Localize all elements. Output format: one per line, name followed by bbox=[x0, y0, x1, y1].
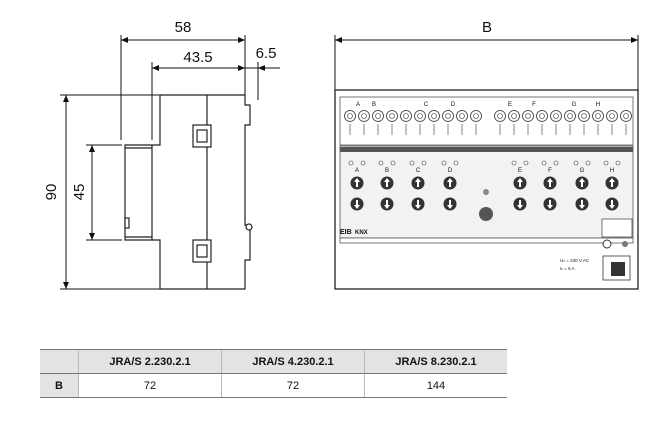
terminal-screw bbox=[456, 110, 468, 135]
channel-down-button[interactable] bbox=[513, 197, 527, 211]
channel-up-button[interactable] bbox=[543, 176, 557, 190]
terminal-letter: F bbox=[532, 102, 536, 108]
channel-group: B bbox=[378, 160, 396, 211]
terminal-letter: G bbox=[572, 102, 577, 108]
terminal-letter: E bbox=[508, 102, 512, 108]
table-cell: 72 bbox=[78, 373, 222, 398]
terminal-screw bbox=[550, 110, 562, 135]
channel-down-button[interactable] bbox=[350, 197, 364, 211]
terminal-screw bbox=[358, 110, 370, 135]
terminal-screw bbox=[536, 110, 548, 135]
side-view-profile bbox=[124, 94, 253, 290]
knx-logo: KNX bbox=[355, 230, 368, 236]
table-header-corner bbox=[40, 349, 79, 374]
rating-voltage: Uₙ = 230 V AC bbox=[560, 258, 590, 263]
terminal-screw bbox=[522, 110, 534, 135]
terminal-row bbox=[344, 110, 632, 135]
dim-label-43-5: 43.5 bbox=[183, 49, 212, 66]
dim-label-b: B bbox=[482, 19, 492, 36]
table-cell: 144 bbox=[364, 373, 507, 398]
channel-down-button[interactable] bbox=[543, 197, 557, 211]
terminal-screw bbox=[592, 110, 604, 135]
terminal-screw bbox=[372, 110, 384, 135]
table-row: B 72 72 144 bbox=[40, 373, 507, 398]
terminal-screw bbox=[344, 110, 356, 135]
variant-table: JRA/S 2.230.2.1 JRA/S 4.230.2.1 JRA/S 8.… bbox=[40, 349, 507, 398]
terminal-screw bbox=[564, 110, 576, 135]
channel-letter: A bbox=[355, 168, 359, 174]
dim-label-90: 90 bbox=[43, 184, 60, 201]
terminal-letter: C bbox=[424, 102, 429, 108]
terminal-letter: H bbox=[596, 102, 600, 108]
terminal-screw bbox=[400, 110, 412, 135]
channel-group: C bbox=[409, 160, 427, 211]
eib-logo: EIB bbox=[340, 229, 352, 236]
channel-letter: D bbox=[448, 168, 453, 174]
terminal-screw bbox=[620, 110, 632, 135]
terminal-screw bbox=[508, 110, 520, 135]
table-cell: 72 bbox=[221, 373, 365, 398]
terminal-letter: D bbox=[451, 102, 456, 108]
channel-letter: H bbox=[610, 168, 614, 174]
dim-label-6-5: 6.5 bbox=[256, 45, 277, 62]
channel-letter: E bbox=[518, 168, 522, 174]
channel-letter: G bbox=[580, 168, 585, 174]
channel-up-button[interactable] bbox=[350, 176, 364, 190]
terminal-screw bbox=[470, 110, 482, 135]
terminal-letter: A bbox=[356, 102, 360, 108]
rating-current: Iₙ = 6 A bbox=[560, 266, 575, 271]
channel-letter: B bbox=[385, 168, 389, 174]
channel-group: A bbox=[348, 160, 366, 211]
channel-down-button[interactable] bbox=[411, 197, 425, 211]
channel-down-button[interactable] bbox=[575, 197, 589, 211]
table-header-row: JRA/S 2.230.2.1 JRA/S 4.230.2.1 JRA/S 8.… bbox=[40, 349, 507, 374]
dim-label-58: 58 bbox=[175, 19, 192, 36]
table-header-cell: JRA/S 4.230.2.1 bbox=[221, 349, 365, 374]
channel-down-button[interactable] bbox=[443, 197, 457, 211]
channel-up-button[interactable] bbox=[443, 176, 457, 190]
table-row-label: B bbox=[40, 373, 79, 398]
terminal-screw bbox=[606, 110, 618, 135]
table-header-cell: JRA/S 8.230.2.1 bbox=[364, 349, 507, 374]
channel-buttons: A B C D E F G H bbox=[348, 160, 621, 211]
channel-group: D bbox=[441, 160, 459, 211]
manual-button[interactable] bbox=[479, 189, 493, 221]
terminal-screw bbox=[578, 110, 590, 135]
terminal-screw bbox=[428, 110, 440, 135]
channel-group: H bbox=[603, 160, 621, 211]
channel-group: F bbox=[541, 160, 559, 211]
terminal-letter: B bbox=[372, 102, 376, 108]
terminal-letter-row: A B C D E F G H bbox=[356, 102, 600, 108]
channel-down-button[interactable] bbox=[605, 197, 619, 211]
channel-letter: C bbox=[416, 168, 421, 174]
channel-up-button[interactable] bbox=[380, 176, 394, 190]
channel-group: E bbox=[511, 160, 529, 211]
table-header-cell: JRA/S 2.230.2.1 bbox=[78, 349, 222, 374]
channel-up-button[interactable] bbox=[605, 176, 619, 190]
terminal-screw bbox=[414, 110, 426, 135]
terminal-screw bbox=[494, 110, 506, 135]
channel-letter: F bbox=[548, 168, 552, 174]
channel-group: G bbox=[573, 160, 591, 211]
channel-up-button[interactable] bbox=[575, 176, 589, 190]
channel-up-button[interactable] bbox=[513, 176, 527, 190]
terminal-screw bbox=[386, 110, 398, 135]
channel-up-button[interactable] bbox=[411, 176, 425, 190]
channel-down-button[interactable] bbox=[380, 197, 394, 211]
terminal-screw bbox=[442, 110, 454, 135]
dim-label-45: 45 bbox=[71, 184, 88, 201]
